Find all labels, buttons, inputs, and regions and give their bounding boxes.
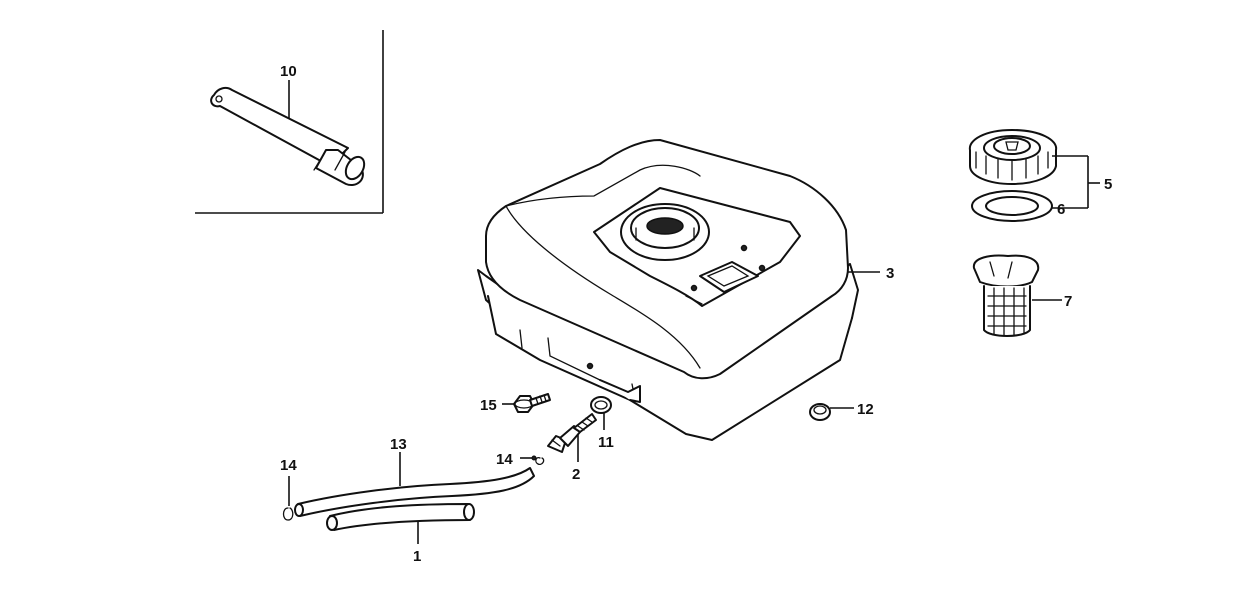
hose-part[interactable] (326, 503, 475, 531)
fuel-strainer-part[interactable] (972, 254, 1040, 337)
tube-part[interactable] (294, 467, 535, 517)
part-number-13: 13 (390, 436, 407, 453)
clip-left-part[interactable] (282, 507, 294, 521)
part-number-2: 2 (572, 466, 580, 483)
part-number-10: 10 (280, 63, 297, 80)
cap-gasket-part[interactable] (971, 190, 1053, 222)
part-number-14-right: 14 (496, 451, 513, 468)
fuel-valve-part[interactable] (547, 413, 597, 453)
part-number-1: 1 (413, 548, 421, 565)
fuel-level-gauge-part[interactable] (210, 86, 368, 186)
part-number-6: 6 (1057, 201, 1065, 218)
fuel-tank-part[interactable] (477, 139, 859, 441)
part-number-15: 15 (480, 397, 497, 414)
inset-frame (195, 30, 384, 214)
drain-plug-part[interactable] (809, 403, 831, 421)
clip-right-part[interactable] (531, 455, 545, 466)
part-number-7: 7 (1064, 293, 1072, 310)
valve-washer-part[interactable] (590, 396, 612, 414)
fuel-cap-part[interactable] (968, 129, 1058, 185)
part-number-3: 3 (886, 265, 894, 282)
part-number-11: 11 (598, 434, 614, 451)
flange-bolt-part[interactable] (513, 393, 551, 413)
part-number-5: 5 (1104, 176, 1112, 193)
part-number-14-left: 14 (280, 457, 297, 474)
part-number-12: 12 (857, 401, 874, 418)
